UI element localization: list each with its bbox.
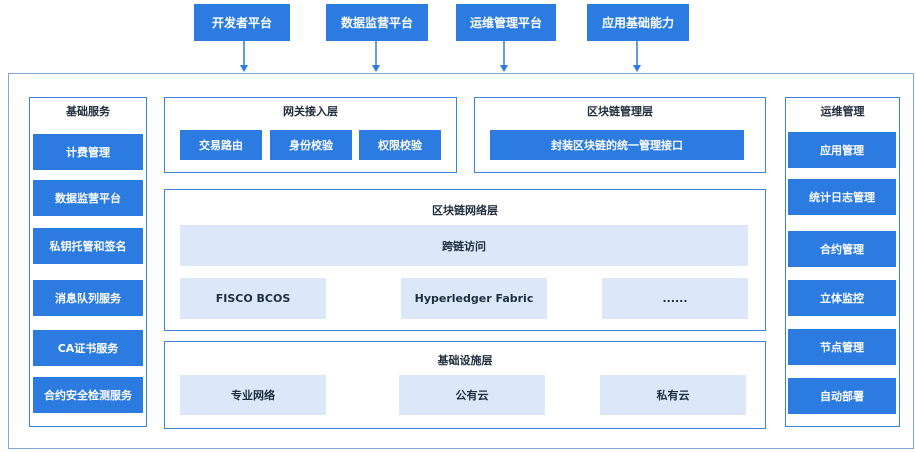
network-layer-title: 区块链网络层: [432, 204, 498, 217]
cross-chain-access[interactable]: 跨链访问: [180, 225, 748, 266]
infra-private-cloud[interactable]: 私有云: [600, 375, 746, 415]
chain-mgmt-interface[interactable]: 封装区块链的统一管理接口: [490, 130, 744, 160]
ops-log-stats[interactable]: 统计日志管理: [788, 179, 896, 215]
infra-layer-title: 基础设施层: [437, 354, 493, 367]
ops-mgmt-title: 运维管理: [820, 105, 865, 118]
service-data-platform[interactable]: 数据监营平台: [33, 180, 143, 216]
basic-services-title: 基础服务: [66, 105, 110, 118]
service-ca-cert[interactable]: CA证书服务: [33, 330, 143, 366]
gateway-permission[interactable]: 权限校验: [359, 130, 441, 160]
top-platform-2[interactable]: 数据监营平台: [326, 4, 428, 41]
infra-dedicated-network[interactable]: 专业网络: [180, 375, 326, 415]
infra-public-cloud[interactable]: 公有云: [399, 375, 545, 415]
chain-hyperledger-fabric[interactable]: Hyperledger Fabric: [401, 278, 547, 319]
platform-arrows: [240, 41, 641, 72]
service-message-queue[interactable]: 消息队列服务: [33, 280, 143, 316]
gateway-identity[interactable]: 身份校验: [270, 130, 352, 160]
arrow-1: [240, 41, 248, 72]
top-platform-1[interactable]: 开发者平台: [194, 4, 290, 41]
chain-mgmt-layer-title: 区块链管理层: [587, 105, 653, 118]
gateway-routing[interactable]: 交易路由: [180, 130, 262, 160]
arrow-4: [633, 41, 641, 72]
arrow-2: [372, 41, 380, 72]
service-contract-security[interactable]: 合约安全检测服务: [33, 377, 143, 413]
ops-contract-mgmt[interactable]: 合约管理: [788, 231, 896, 267]
service-billing[interactable]: 计费管理: [33, 134, 143, 170]
top-platform-4[interactable]: 应用基础能力: [587, 4, 689, 41]
chain-more[interactable]: ......: [602, 278, 748, 319]
chain-fisco-bcos[interactable]: FISCO BCOS: [180, 278, 326, 319]
ops-node-mgmt[interactable]: 节点管理: [788, 329, 896, 365]
gateway-layer-title: 网关接入层: [283, 105, 338, 118]
ops-app-mgmt[interactable]: 应用管理: [788, 132, 896, 168]
ops-monitoring[interactable]: 立体监控: [788, 280, 896, 316]
top-platform-3[interactable]: 运维管理平台: [456, 4, 556, 41]
arrow-3: [500, 41, 508, 72]
ops-auto-deploy[interactable]: 自动部署: [788, 378, 896, 414]
service-key-custody[interactable]: 私钥托管和签名: [33, 228, 143, 264]
